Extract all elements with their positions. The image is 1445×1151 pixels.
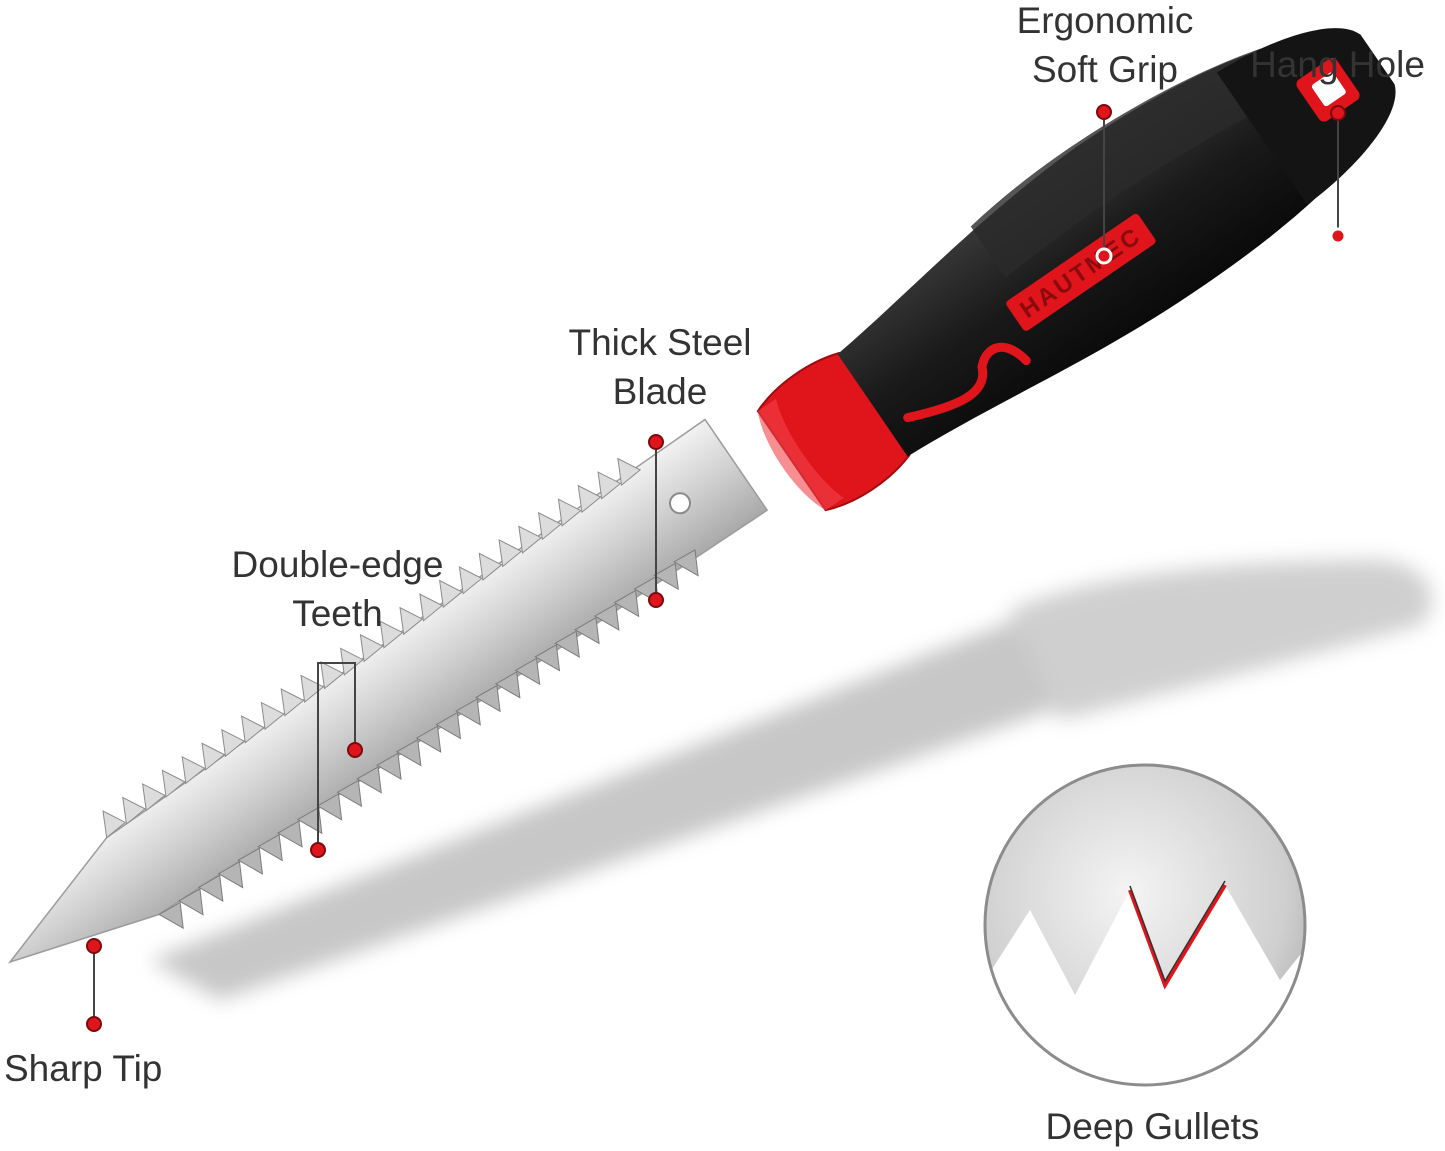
saw-tooth (177, 888, 204, 916)
saw-tooth (339, 647, 364, 676)
saw-tooth (617, 457, 642, 487)
saw-tooth (415, 725, 442, 753)
saw-tooth (379, 620, 404, 649)
callout-lines (93, 112, 1339, 1024)
saw-tooth (320, 661, 345, 690)
saw-tooth (653, 562, 679, 591)
markers (86, 104, 1347, 1032)
red-dot-icon (86, 938, 102, 954)
saw-tooth (359, 633, 384, 663)
saw-tooth (277, 820, 303, 848)
saw-tooth (237, 847, 264, 875)
saw-tooth (158, 901, 184, 930)
saw-tooth (577, 484, 602, 514)
saw-tooth (221, 728, 246, 758)
saw-tooth (197, 874, 224, 903)
saw-tooth (300, 674, 325, 704)
label-line: Double-edge (231, 544, 444, 585)
saw-tooth (217, 860, 244, 889)
saw-tooth (494, 671, 521, 699)
saw-tooth (356, 766, 382, 794)
label-line: Soft Grip (1032, 49, 1178, 90)
red-dot-icon (1330, 105, 1346, 121)
saw-tooth (557, 498, 582, 527)
saw-tooth (534, 644, 561, 672)
label-sharp-tip: Sharp Tip (0, 1044, 194, 1093)
deep-gullets-zoom (983, 763, 1307, 1087)
saw-tooth (141, 783, 166, 812)
saw-tooth (435, 711, 462, 740)
saw-tooth (478, 552, 503, 581)
saw-tooth (240, 715, 265, 744)
label-line: Blade (612, 371, 708, 412)
red-dot-icon (648, 592, 664, 608)
saw-shadow (150, 560, 1432, 1000)
red-dot-icon (1329, 227, 1347, 245)
saw-tooth (498, 539, 523, 568)
saw-tooth (419, 593, 444, 622)
saw-tooth (257, 833, 283, 862)
saw-blade (7, 418, 769, 964)
red-dot-icon (648, 434, 664, 450)
red-dot-icon (1096, 104, 1112, 120)
saw-tooth (613, 589, 640, 618)
blade-hole-icon (668, 492, 691, 515)
label-line: Hang Hole (1250, 44, 1425, 85)
saw-tooth (475, 684, 501, 713)
blade-body (7, 418, 769, 964)
label-line: Teeth (292, 593, 383, 634)
label-double-edge-teeth: Double-edge Teeth (200, 540, 475, 638)
upper-teeth (102, 457, 642, 839)
label-line: Thick Steel (568, 322, 752, 363)
saw-tooth (296, 806, 323, 835)
saw-tooth (597, 471, 622, 500)
saw-tooth (458, 566, 483, 595)
handle-end-cap (1216, 28, 1396, 205)
red-dot-icon (86, 1016, 102, 1032)
saw-tooth (593, 603, 620, 631)
saw-tooth (161, 769, 186, 798)
saw-tooth (455, 698, 481, 726)
saw-tooth (280, 688, 305, 717)
saw-tooth (673, 549, 699, 577)
saw-tooth (102, 810, 127, 839)
saw-tooth (122, 796, 147, 826)
saw-tooth (399, 606, 424, 636)
saw-tooth (574, 616, 600, 645)
saw-tooth (376, 752, 402, 781)
label-deep-gullets: Deep Gullets (1010, 1102, 1295, 1151)
brand-plate (1006, 213, 1156, 331)
saw-tooth (554, 630, 580, 658)
saw-tooth (439, 579, 463, 609)
label-line: Ergonomic (1016, 0, 1194, 41)
saw-tooth (395, 738, 422, 767)
saw-tooth (316, 793, 343, 821)
red-dot-icon (347, 742, 363, 758)
saw-tooth (538, 511, 562, 541)
label-ergonomic-soft-grip: Ergonomic Soft Grip (985, 0, 1225, 94)
saw-tooth (260, 701, 285, 731)
label-line: Deep Gullets (1045, 1106, 1260, 1147)
saw-tooth (518, 525, 543, 554)
red-dot-icon (310, 842, 326, 858)
red-dot-icon (1095, 247, 1113, 265)
label-hang-hole: Hang Hole (1230, 40, 1445, 89)
saw-tooth (336, 779, 363, 808)
label-line: Sharp Tip (4, 1048, 163, 1089)
lower-teeth (158, 549, 699, 930)
saw-tooth (181, 755, 206, 785)
label-thick-steel-blade: Thick Steel Blade (530, 318, 790, 416)
saw-tooth (201, 742, 226, 771)
saw-tooth (514, 657, 541, 686)
